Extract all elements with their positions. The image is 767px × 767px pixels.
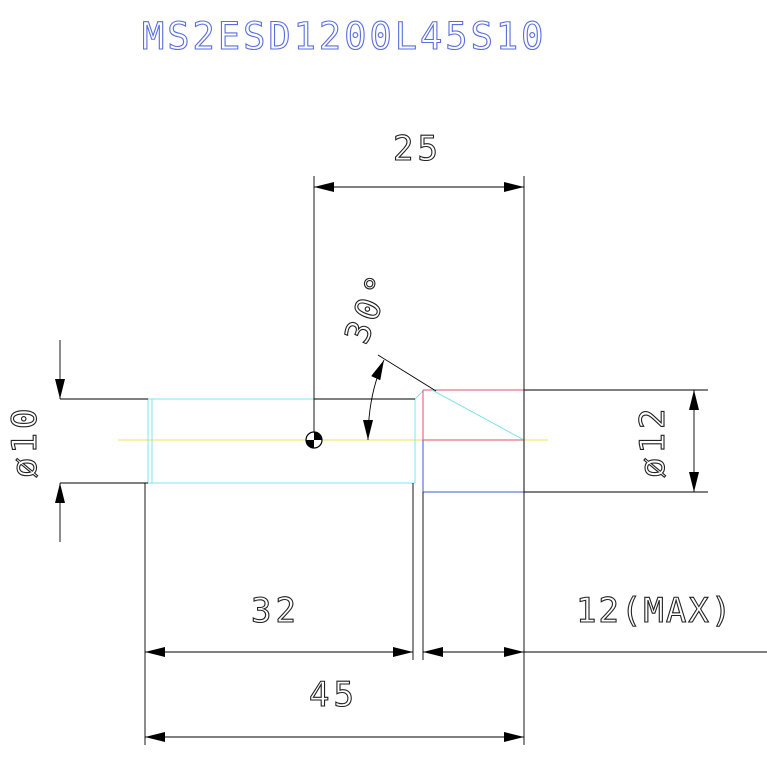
dimension-lines (55, 182, 767, 742)
dim-overall-length: 45 (309, 675, 358, 715)
dim-chamfer-length: 25 (393, 129, 442, 169)
dim-chamfer-angle: 30° (337, 266, 402, 349)
dim-head-length-max: 12(MAX) (576, 591, 733, 631)
shank-body (147, 390, 424, 484)
dim-shank-length: 32 (251, 591, 300, 631)
head-body (422, 389, 525, 493)
dim-head-diameter: ø12 (633, 405, 673, 478)
part-number-title: MS2ESD1200L45S10 (142, 15, 546, 58)
extension-lines (60, 176, 708, 745)
center-mark-icon (305, 431, 323, 449)
dim-shank-diameter: ø10 (5, 405, 45, 478)
